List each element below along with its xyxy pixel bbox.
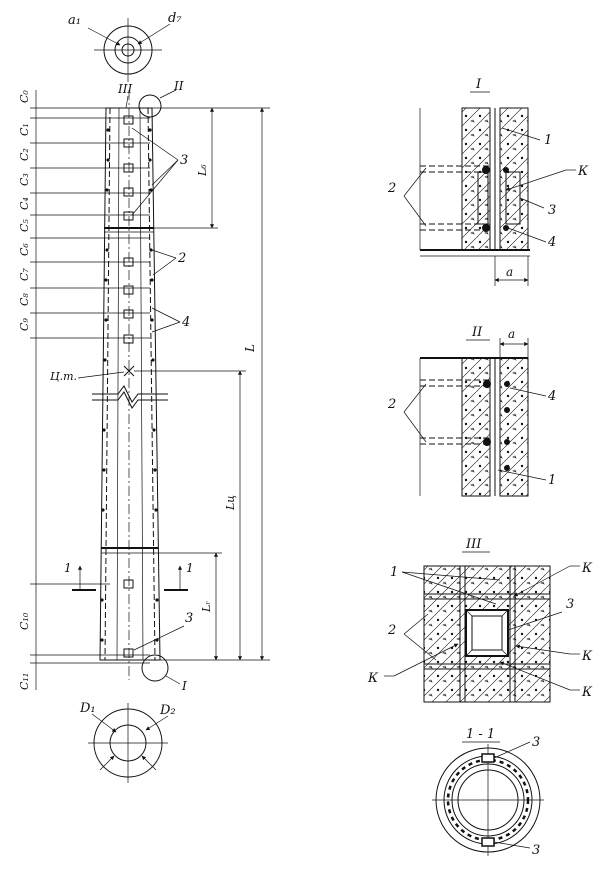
section-11-callout-3-top: 3 [532, 735, 540, 750]
label-D2: D₂ [159, 703, 176, 718]
detail-II-callout-1: 1 [548, 473, 556, 488]
callout-2: 2 [177, 251, 186, 266]
pole-elevation: C₀ C₁ C₂ C₃ C₄ C₅ C₆ C₇ C₈ C₉ C₁₀ C₁₁ [18, 79, 270, 693]
dim-Lr: Lᵣ [200, 601, 213, 613]
detail-I-dim-a: a [506, 265, 513, 279]
detail-III-k4: К [367, 671, 379, 686]
dim-c4: C₄ [18, 197, 31, 210]
dim-c3: C₃ [18, 173, 31, 186]
dim-L6: L₆ [196, 164, 209, 177]
dim-c5: C₅ [18, 219, 31, 232]
detail-III-title: III [465, 537, 482, 552]
detail-II-callout-4: 4 [547, 389, 556, 404]
callout-4: 4 [181, 315, 190, 330]
embedded-plates [123, 115, 134, 658]
dim-c1: C₁ [18, 123, 31, 136]
dim-c9: C₉ [18, 318, 31, 331]
dim-L: L [243, 344, 257, 353]
section-11-title: 1 - 1 [466, 727, 495, 742]
detail-II-callout-2: 2 [387, 397, 396, 412]
left-dimension-lines [30, 107, 150, 664]
detail-marker-I [141, 654, 169, 682]
label-I: I [181, 679, 187, 693]
label-d7: d₇ [168, 11, 182, 26]
detail-I-callout-4: 4 [547, 235, 556, 250]
detail-I-callout-3: 3 [548, 203, 556, 218]
label-a1: a₁ [68, 13, 81, 28]
left-dimension-labels: C₀ C₁ C₂ C₃ C₄ C₅ C₆ C₇ C₈ C₉ C₁₀ C₁₁ [18, 90, 31, 690]
detail-I: I a 1 2 3 4 К [387, 77, 589, 286]
detail-I-callout-2: 2 [387, 181, 396, 196]
detail-III: III 1 2 3 К К К К [367, 537, 593, 703]
detail-II: II a 2 4 1 [387, 325, 556, 497]
section-mark-left: 1 [64, 561, 72, 575]
detail-I-callout-1: 1 [544, 133, 552, 148]
label-III: III [117, 82, 132, 96]
detail-III-k1: К [581, 561, 593, 576]
detail-marker-II [138, 94, 162, 118]
section-1-1: 1 - 1 3 3 [432, 727, 544, 858]
detail-III-callout-3: 3 [566, 597, 574, 612]
dim-Lc: Lц [224, 495, 237, 511]
bottom-cross-section: D₁ D₂ [79, 701, 176, 783]
dim-c10: C₁₀ [18, 612, 31, 630]
section-11-callout-3-bottom: 3 [532, 843, 540, 858]
rebar-dots [100, 128, 159, 642]
dim-c2: C₂ [18, 148, 31, 161]
dim-c6: C₆ [18, 243, 31, 256]
callout-3-top: 3 [180, 153, 188, 168]
callout-3-bottom: 3 [185, 611, 193, 626]
dim-c8: C₈ [18, 293, 31, 306]
detail-III-callout-1: 1 [390, 565, 398, 580]
label-ct: Ц.т. [50, 370, 77, 383]
section-mark-right: 1 [186, 561, 194, 575]
detail-II-dim-a: a [508, 327, 515, 341]
dim-c11: C₁₁ [18, 673, 31, 690]
detail-II-title: II [471, 325, 483, 340]
dim-c0: C₀ [18, 90, 31, 103]
top-cross-section: a₁ d₇ [68, 11, 182, 82]
detail-III-callout-2: 2 [387, 623, 396, 638]
detail-III-k3: К [581, 685, 593, 700]
dim-c7: C₇ [18, 268, 31, 281]
label-D1: D₁ [79, 701, 96, 716]
detail-I-title: I [475, 77, 482, 92]
label-II: II [173, 79, 184, 93]
detail-III-k2: К [581, 649, 593, 664]
detail-I-k: К [577, 164, 589, 179]
